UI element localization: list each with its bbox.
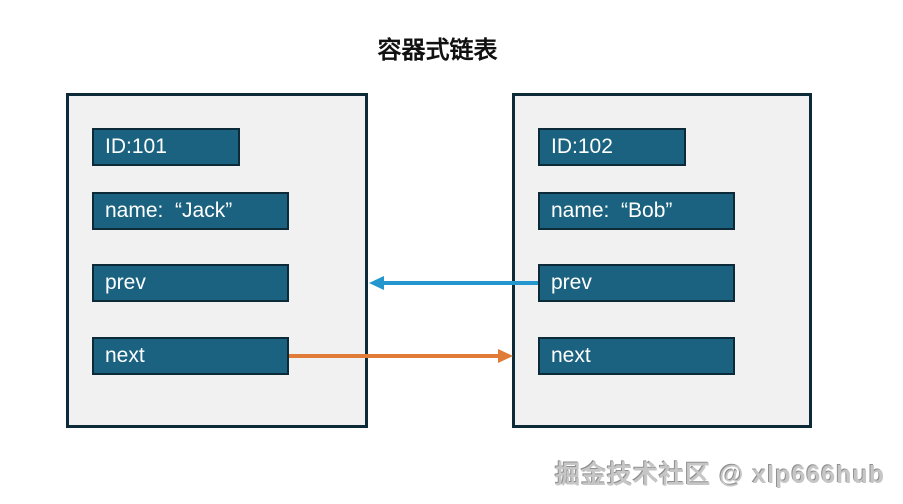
node1-next-field: next [92, 337, 289, 375]
linked-list-node-2: ID:102 name: “Bob” prev next [512, 93, 812, 428]
diagram-title: 容器式链表 [377, 37, 498, 64]
node1-name-field: name: “Jack” [92, 192, 289, 230]
next-arrowhead-icon [498, 349, 513, 363]
node2-prev-field: prev [538, 264, 735, 302]
prev-arrowhead-icon [369, 276, 384, 290]
node2-name-field: name: “Bob” [538, 192, 735, 230]
node1-id-field: ID:101 [92, 128, 240, 166]
node2-next-field: next [538, 337, 735, 375]
node2-id-field: ID:102 [538, 128, 686, 166]
next-pointer-arrow [289, 349, 513, 363]
node1-prev-field: prev [92, 264, 289, 302]
watermark: 掘金技术社区 @ xlp666hub [555, 461, 885, 489]
linked-list-node-1: ID:101 name: “Jack” prev next [66, 93, 368, 428]
prev-pointer-arrow [369, 276, 538, 290]
